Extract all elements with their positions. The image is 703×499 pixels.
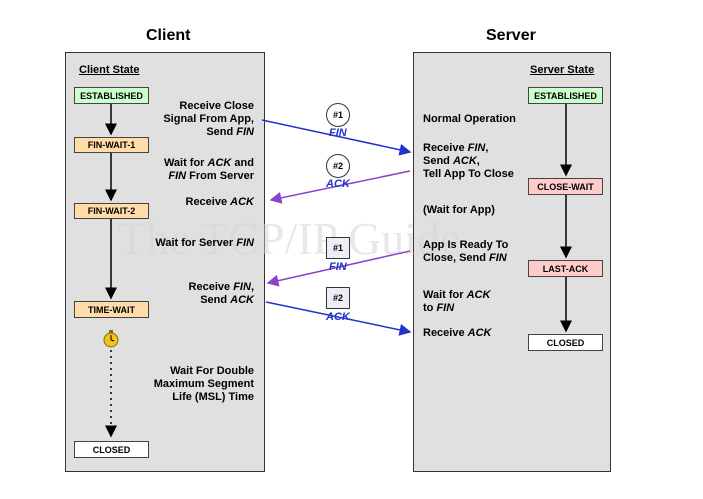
msg-2-label: ACK [326,178,350,190]
client-state-time-wait: TIME-WAIT [74,301,149,318]
server-event-2: Receive FIN, Send ACK, Tell App To Close [423,142,514,180]
server-state-established: ESTABLISHED [528,87,603,104]
msg-1-badge: #1 [326,103,350,127]
client-panel [65,52,265,472]
timer-icon [103,330,119,348]
client-event-2: Wait for ACK and FIN From Server [163,157,254,182]
client-event-1: Receive Close Signal From App, Send FIN [163,100,254,138]
server-event-4: App Is Ready To Close, Send FIN [423,239,509,264]
msg-ack-server-to-client [269,170,411,204]
client-event-3: Receive ACK [185,196,255,208]
msg-4-badge: #2 [326,287,350,309]
client-state-title: Client State [79,64,140,76]
msg-2-badge: #2 [326,154,350,178]
server-event-3: (Wait for App) [423,204,495,216]
server-event-5: Wait for ACK to FIN [423,289,491,314]
msg-4-label: ACK [326,311,350,323]
msg-1-label: FIN [329,127,347,139]
msg-3-label: FIN [329,261,347,273]
watermark: The TCP/IP Guide [118,213,461,264]
msg-ack-client-to-server [265,301,412,336]
server-state-title: Server State [530,64,595,76]
client-event-6: Wait For Double Maximum Segment Life (MS… [153,365,254,403]
client-state-established: ESTABLISHED [74,87,149,104]
server-event-6: Receive ACK [423,327,492,339]
msg-3-badge: #1 [326,237,350,259]
client-state-fin-wait-2: FIN-WAIT-2 [74,203,149,219]
client-event-4: Wait for Server FIN [155,237,254,249]
server-header: Server [486,27,536,44]
client-state-closed: CLOSED [74,441,149,458]
msg-fin-server-to-client [266,250,411,287]
server-state-closed: CLOSED [528,334,603,351]
client-state-fin-wait-1: FIN-WAIT-1 [74,137,149,153]
client-event-5: Receive FIN, Send ACK [188,281,254,306]
server-state-last-ack: LAST-ACK [528,260,603,277]
server-state-close-wait: CLOSE-WAIT [528,178,603,195]
client-header: Client [146,27,191,44]
server-event-1: Normal Operation [423,113,516,125]
msg-fin-client-to-server [261,119,412,156]
